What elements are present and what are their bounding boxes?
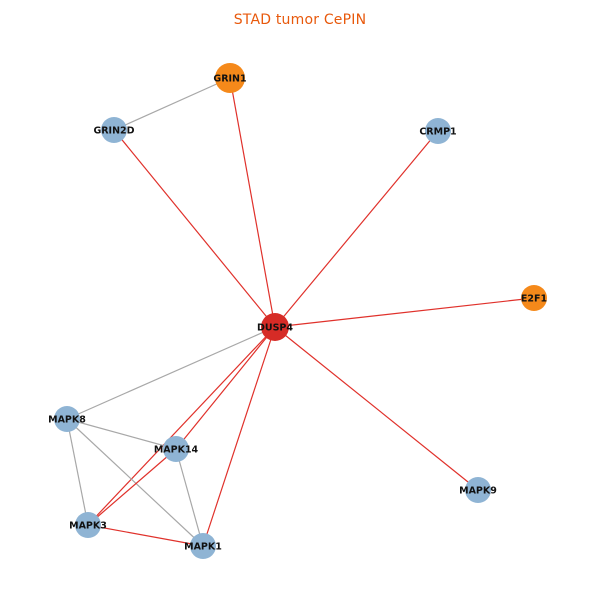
node-GRIN2D — [101, 117, 127, 143]
edge-MAPK8-MAPK14 — [66, 418, 177, 450]
edge-GRIN2D-GRIN1 — [113, 77, 231, 131]
node-MAPK3 — [75, 512, 101, 538]
chart-title: STAD tumor CePIN — [233, 12, 367, 28]
node-MAPK9 — [465, 477, 491, 503]
edge-DUSP4-GRIN1 — [229, 77, 276, 328]
edge-DUSP4-MAPK14 — [175, 326, 276, 450]
edge-DUSP4-GRIN2D — [113, 129, 276, 328]
edge-DUSP4-MAPK3 — [87, 326, 276, 526]
edge-MAPK3-MAPK1 — [87, 524, 204, 547]
edge-MAPK8-MAPK3 — [66, 418, 89, 526]
edge-DUSP4-E2F1 — [274, 297, 535, 328]
node-MAPK8 — [54, 406, 80, 432]
edge-MAPK14-MAPK1 — [175, 448, 204, 547]
edge-DUSP4-CRMP1 — [274, 130, 439, 328]
node-GRIN1 — [215, 63, 245, 93]
node-MAPK1 — [190, 533, 216, 559]
node-E2F1 — [521, 285, 547, 311]
edge-DUSP4-MAPK8 — [66, 326, 276, 420]
edge-DUSP4-MAPK1 — [202, 326, 276, 547]
node-MAPK14 — [163, 436, 189, 462]
edge-DUSP4-MAPK9 — [274, 326, 479, 491]
edge-MAPK8-MAPK1 — [66, 418, 204, 547]
node-CRMP1 — [425, 118, 451, 144]
edge-MAPK14-MAPK3 — [87, 448, 177, 526]
node-DUSP4 — [261, 313, 289, 341]
